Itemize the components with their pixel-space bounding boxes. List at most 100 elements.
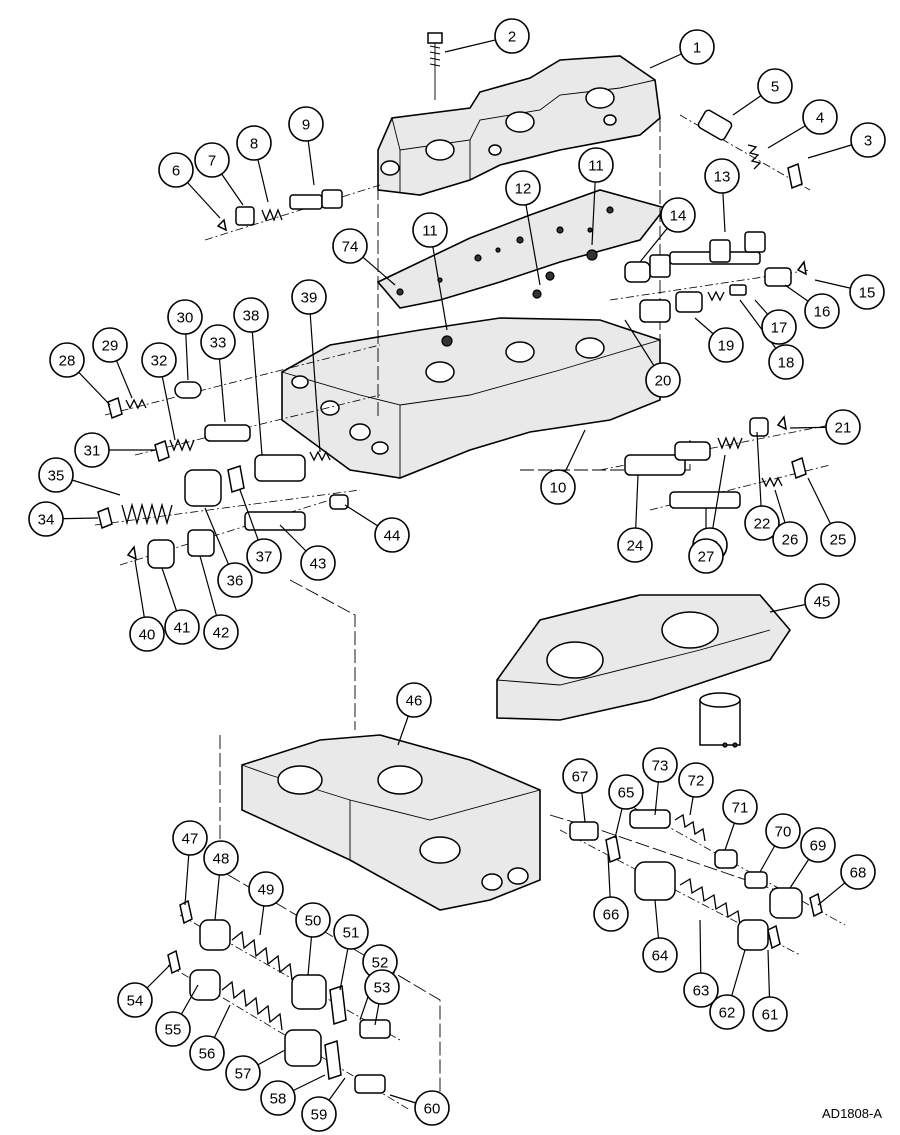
callout-68: 68 (840, 854, 876, 890)
callout-circle (642, 747, 678, 783)
callout-number: 46 (406, 693, 423, 710)
callout-number: 62 (719, 1005, 736, 1022)
callout-circle (683, 972, 719, 1008)
callout-circle (679, 29, 715, 65)
separator-plate (376, 189, 667, 309)
callout-circle (752, 996, 788, 1032)
callout-34: 34 (28, 501, 64, 537)
callout-number: 57 (235, 1066, 252, 1083)
callout-circle (678, 762, 714, 798)
callout-69: 69 (800, 827, 836, 863)
callout-number: 12 (515, 181, 532, 198)
lower-left-valve-train (167, 899, 411, 1111)
callout-number: 40 (139, 627, 156, 644)
callout-circle (28, 501, 64, 537)
callout-number: 60 (424, 1101, 441, 1118)
dot-marker (586, 249, 598, 261)
callout-circle (660, 197, 696, 233)
callout-number: 18 (778, 355, 795, 372)
callout-number: 48 (213, 851, 230, 868)
callout-number: 19 (718, 338, 735, 355)
callout-circle (645, 362, 681, 398)
callout-67: 67 (562, 758, 598, 794)
callout-circle (820, 521, 856, 557)
callout-circle (141, 342, 177, 378)
callout-number: 47 (182, 831, 199, 848)
callout-43: 43 (300, 545, 336, 581)
callout-50: 50 (295, 902, 331, 938)
callout-number: 52 (372, 955, 389, 972)
callout-circle (300, 545, 336, 581)
callout-60: 60 (414, 1090, 450, 1126)
callout-number: 4 (816, 110, 824, 127)
callout-73: 73 (642, 747, 678, 783)
callout-circle (800, 827, 836, 863)
callout-number: 71 (732, 800, 749, 817)
callout-circle (709, 994, 745, 1030)
callout-number: 11 (422, 223, 438, 240)
callout-64: 64 (642, 937, 678, 973)
leader-lines (45, 35, 869, 1115)
callout-circle (593, 896, 629, 932)
callout-circle (333, 914, 369, 950)
callout-number: 24 (627, 538, 644, 555)
callout-38: 38 (233, 297, 269, 333)
callout-circle (772, 521, 808, 557)
callout-40: 40 (129, 616, 165, 652)
callout-70: 70 (765, 813, 801, 849)
callout-1: 1 (679, 29, 715, 65)
callout-48: 48 (203, 840, 239, 876)
callout-number: 68 (850, 865, 867, 882)
callout-2: 2 (494, 18, 530, 54)
callout-circle (578, 147, 614, 183)
callout-4: 4 (802, 99, 838, 135)
callout-42: 42 (203, 614, 239, 650)
phantom-lines (219, 118, 791, 1100)
callout-63: 63 (683, 972, 719, 1008)
callout-72: 72 (678, 762, 714, 798)
callout-circle (802, 99, 838, 135)
callout-circle (260, 1080, 296, 1116)
lower-right-clutch-train (559, 799, 846, 956)
callout-number: 69 (810, 838, 827, 855)
callout-number: 28 (59, 353, 76, 370)
callout-number: 65 (618, 785, 635, 802)
callout-35: 35 (38, 457, 74, 493)
callout-number: 45 (814, 594, 831, 611)
callout-circle (49, 342, 85, 378)
callout-circle (494, 18, 530, 54)
callout-circle (540, 469, 576, 505)
callout-7: 7 (194, 142, 230, 178)
middle-right-valve-train (609, 231, 811, 323)
callout-circle (158, 152, 194, 188)
solenoid-body-assembly (496, 594, 792, 748)
callout-number: 53 (374, 980, 391, 997)
callout-49: 49 (248, 871, 284, 907)
callout-circle (332, 228, 368, 264)
callout-number: 58 (270, 1091, 287, 1108)
callout-circle (117, 982, 153, 1018)
callout-number: 29 (102, 338, 119, 355)
callout-13: 13 (704, 158, 740, 194)
callout-number: 59 (311, 1107, 328, 1124)
callout-number: 34 (38, 512, 55, 529)
callout-25: 25 (820, 521, 856, 557)
dot-markers (441, 249, 598, 347)
callout-number: 63 (693, 983, 710, 1000)
callout-44: 44 (374, 517, 410, 553)
callout-circle (291, 279, 327, 315)
callout-65: 65 (608, 774, 644, 810)
bolt-part (427, 32, 443, 100)
callout-28: 28 (49, 342, 85, 378)
callout-circle (203, 614, 239, 650)
callout-number: 1 (693, 40, 701, 57)
callout-24: 24 (617, 527, 653, 563)
callout-21: 21 (825, 409, 861, 445)
upper-right-valve-train (679, 109, 811, 191)
callout-number: 2 (508, 29, 516, 46)
callout-circle (744, 505, 780, 541)
callout-15: 15 (849, 274, 885, 310)
callout-circle (642, 937, 678, 973)
callout-number: 38 (243, 308, 260, 325)
callout-number: 49 (258, 882, 275, 899)
